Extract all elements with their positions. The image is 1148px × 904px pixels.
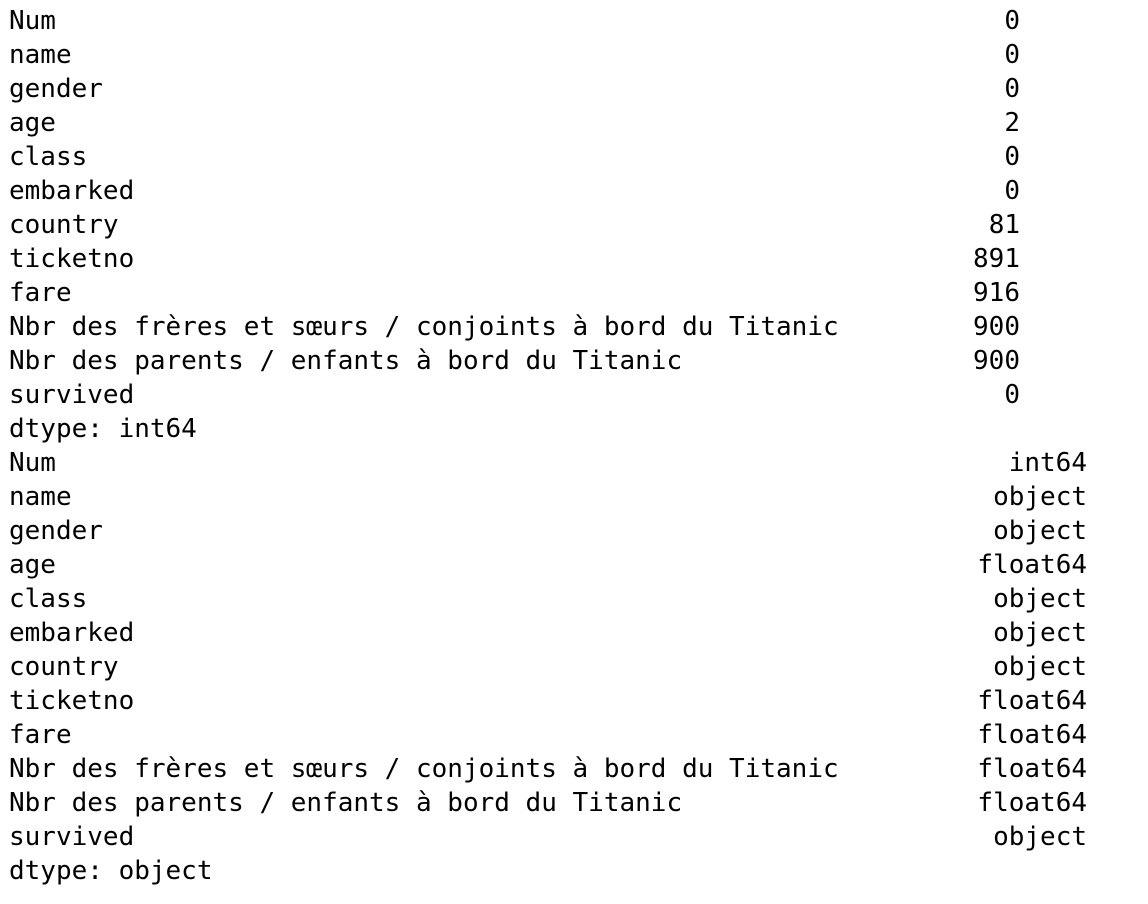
row-label: class	[9, 142, 88, 172]
row-label: age	[9, 550, 56, 580]
row-label: Nbr des frères et sœurs / conjoints à bo…	[9, 754, 839, 784]
series-row: survived object	[9, 820, 1109, 854]
series-row: gender object	[9, 514, 1109, 548]
row-value: 0	[1004, 40, 1020, 70]
null-counts-series: Num 0 name 0 gender 0 age 2 class 0 embarked 0…	[9, 4, 1109, 446]
row-label: fare	[9, 278, 72, 308]
row-value: object	[993, 822, 1087, 852]
row-value: object	[993, 618, 1087, 648]
row-value: object	[993, 516, 1087, 546]
row-value: 0	[1004, 74, 1020, 104]
row-value: object	[993, 482, 1087, 512]
row-label: Nbr des parents / enfants à bord du Tita…	[9, 788, 683, 818]
series-row: age 2	[9, 106, 1109, 140]
dtypes-series: Num int64 name object gender object age floa…	[9, 446, 1109, 888]
console-output: Num 0 name 0 gender 0 age 2 class 0 embarked 0…	[9, 4, 1109, 888]
row-value: float64	[977, 720, 1087, 750]
row-value: float64	[977, 788, 1087, 818]
series-row: Nbr des frères et sœurs / conjoints à bo…	[9, 310, 1109, 344]
series-row: fare float64	[9, 718, 1109, 752]
series-row: embarked 0	[9, 174, 1109, 208]
row-label: gender	[9, 74, 103, 104]
row-value: 81	[988, 210, 1020, 240]
series-row: name object	[9, 480, 1109, 514]
row-value: object	[993, 584, 1087, 614]
row-label: Num	[9, 6, 56, 36]
dtype-text: dtype: int64	[9, 414, 197, 444]
series-row: name 0	[9, 38, 1109, 72]
row-value: int64	[1008, 448, 1087, 478]
row-label: country	[9, 652, 119, 682]
row-value: float64	[977, 754, 1087, 784]
row-label: Num	[9, 448, 56, 478]
row-label: embarked	[9, 176, 135, 206]
series-row: age float64	[9, 548, 1109, 582]
row-value: 900	[973, 346, 1020, 376]
series-row: Nbr des frères et sœurs / conjoints à bo…	[9, 752, 1109, 786]
series-row: fare 916	[9, 276, 1109, 310]
row-label: Nbr des frères et sœurs / conjoints à bo…	[9, 312, 839, 342]
series-row: Num int64	[9, 446, 1109, 480]
series-row: class 0	[9, 140, 1109, 174]
row-value: float64	[977, 686, 1087, 716]
row-label: fare	[9, 720, 72, 750]
dtype-line: dtype: object	[9, 854, 1109, 888]
row-label: ticketno	[9, 686, 135, 716]
series-row: survived 0	[9, 378, 1109, 412]
series-row: ticketno float64	[9, 684, 1109, 718]
series-row: country 81	[9, 208, 1109, 242]
row-value: object	[993, 652, 1087, 682]
row-label: country	[9, 210, 119, 240]
dtype-text: dtype: object	[9, 856, 213, 886]
series-row: Nbr des parents / enfants à bord du Tita…	[9, 786, 1109, 820]
row-label: gender	[9, 516, 103, 546]
series-row: Nbr des parents / enfants à bord du Tita…	[9, 344, 1109, 378]
row-value: 891	[973, 244, 1020, 274]
row-value: 0	[1004, 380, 1020, 410]
row-label: survived	[9, 380, 135, 410]
series-row: class object	[9, 582, 1109, 616]
row-label: name	[9, 40, 72, 70]
row-label: embarked	[9, 618, 135, 648]
row-value: 0	[1004, 142, 1020, 172]
row-label: survived	[9, 822, 135, 852]
row-value: 0	[1004, 6, 1020, 36]
row-label: ticketno	[9, 244, 135, 274]
series-row: country object	[9, 650, 1109, 684]
row-value: 2	[1004, 108, 1020, 138]
row-label: name	[9, 482, 72, 512]
series-row: gender 0	[9, 72, 1109, 106]
row-value: float64	[977, 550, 1087, 580]
row-label: age	[9, 108, 56, 138]
row-label: class	[9, 584, 88, 614]
row-label: Nbr des parents / enfants à bord du Tita…	[9, 346, 683, 376]
series-row: Num 0	[9, 4, 1109, 38]
series-row: embarked object	[9, 616, 1109, 650]
row-value: 0	[1004, 176, 1020, 206]
row-value: 916	[973, 278, 1020, 308]
dtype-line: dtype: int64	[9, 412, 1109, 446]
series-row: ticketno 891	[9, 242, 1109, 276]
row-value: 900	[973, 312, 1020, 342]
